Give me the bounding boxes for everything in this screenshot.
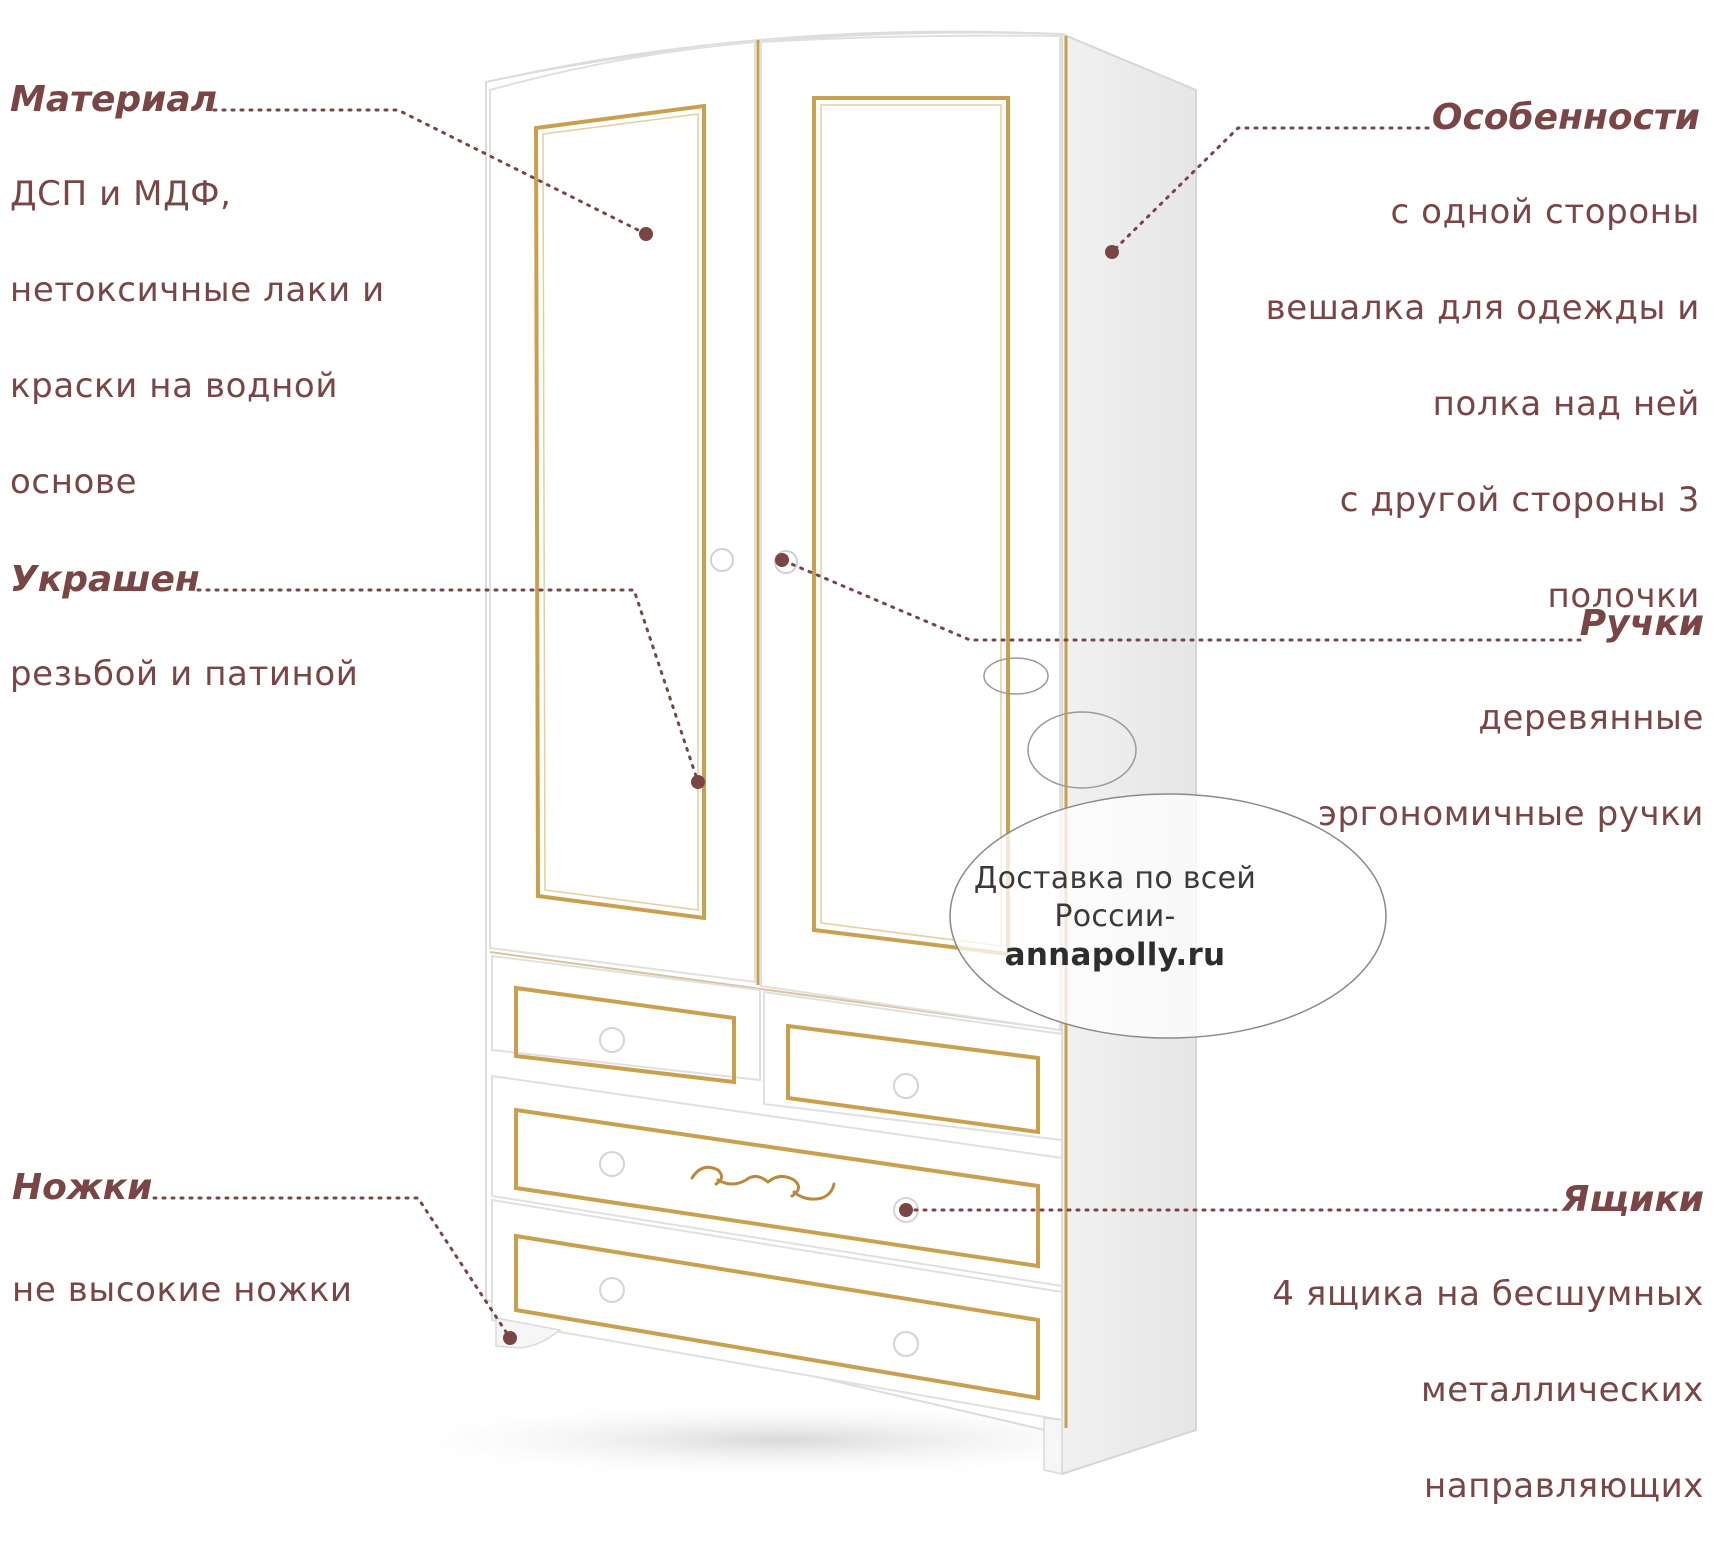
callout-dot-drawers [899, 1203, 913, 1217]
left-door-panel-inner [542, 113, 699, 911]
feature-handles-title: Ручки [1579, 603, 1704, 644]
feature-material-line: нетоксичные лаки и [10, 270, 385, 310]
bubble [983, 657, 1049, 695]
feature-handles-desc: деревянные эргономичные ручки [1244, 646, 1704, 886]
callout-dot-decor [691, 775, 705, 789]
drawer-wide-lower-panel [514, 1233, 1040, 1401]
feature-drawers-title: Ящики [1561, 1179, 1704, 1220]
promo-line-2: России- [1054, 899, 1176, 934]
drawer-small-left-panel [514, 985, 736, 1085]
callout-dot-legs [503, 1331, 517, 1345]
feature-decor-desc: резьбой и патиной [10, 602, 359, 746]
feature-decor-line: резьбой и патиной [10, 654, 359, 694]
callout-dot-material [639, 227, 653, 241]
feature-features-line: полочки [1547, 576, 1700, 616]
feature-legs: Ножки не высокие ножки [12, 1166, 353, 1362]
feature-drawers-line: 4 ящика на бесшумных [1272, 1274, 1704, 1314]
feature-material-title: Материал [10, 79, 218, 120]
feature-legs-desc: не высокие ножки [12, 1218, 353, 1362]
feature-drawers-line: металлических [1420, 1370, 1704, 1410]
feature-decor: Украшен резьбой и патиной [10, 558, 359, 746]
promo-bubble [949, 793, 1387, 1039]
feature-features-desc: с одной стороны вешалка для одежды и пол… [1180, 140, 1700, 668]
feature-decor-title: Украшен [10, 559, 200, 600]
feature-handles-line: деревянные [1478, 698, 1704, 738]
wardrobe-side-panel [1061, 32, 1197, 1476]
callout-line-decor [196, 588, 700, 784]
drawer-knob [599, 1277, 625, 1303]
drawer-small-left [491, 954, 761, 1082]
feature-material-line: основе [10, 462, 138, 502]
callout-dot-features [1105, 245, 1119, 259]
feature-legs-line: не высокие ножки [12, 1270, 353, 1310]
left-door [489, 40, 756, 984]
feature-drawers: Ящики 4 ящика на бесшумных металлических… [1184, 1178, 1704, 1558]
feature-material-line: ДСП и МДФ, [10, 174, 232, 214]
callout-line-handles [780, 558, 1582, 642]
wardrobe-illustration [152, 30, 1582, 1480]
feature-drawers-line: направляющих [1424, 1466, 1704, 1506]
feature-material-desc: ДСП и МДФ, нетоксичные лаки и краски на … [10, 122, 385, 554]
feature-features-line: с другой стороны 3 [1339, 480, 1700, 520]
drawer-small-right-panel [786, 1023, 1040, 1135]
feature-drawers-desc: 4 ящика на бесшумных металлических напра… [1184, 1222, 1704, 1558]
feature-features-title: Особенности [1431, 97, 1700, 138]
feature-features-line: с одной стороны [1390, 192, 1700, 232]
feature-handles-line: эргономичные ручки [1318, 794, 1704, 834]
feature-handles: Ручки деревянные эргономичные ручки [1244, 602, 1704, 886]
feature-legs-title: Ножки [12, 1167, 153, 1208]
feature-material-line: краски на водной [10, 366, 339, 406]
drawer-wide-upper-panel [514, 1107, 1040, 1269]
drawer-knob [893, 1073, 919, 1099]
feature-features-line: вешалка для одежды и [1265, 288, 1700, 328]
drawer-knob [599, 1151, 625, 1177]
left-door-knob [710, 548, 734, 572]
floor-shadow [360, 1400, 1200, 1480]
callout-line-legs [152, 1196, 512, 1340]
bubble [1027, 711, 1137, 789]
promo-line-1: Доставка по всей [973, 861, 1257, 896]
callout-line-features [1110, 126, 1430, 254]
callout-line-material [212, 108, 648, 236]
wardrobe-leg [1043, 1417, 1063, 1475]
callout-dot-handles [775, 553, 789, 567]
feature-features-line: полка над ней [1432, 384, 1700, 424]
right-door [760, 34, 1061, 1032]
carved-ornament [690, 1165, 836, 1201]
drawer-knob [893, 1331, 919, 1357]
promo-text: Доставка по всей России- annapolly.ru [950, 860, 1280, 974]
left-door-panel [533, 103, 706, 921]
feature-material: Материал ДСП и МДФ, нетоксичные лаки и к… [10, 78, 385, 554]
promo-site-link[interactable]: annapolly.ru [1004, 937, 1226, 973]
drawer-knob [599, 1027, 625, 1053]
feature-features: Особенности с одной стороны вешалка для … [1180, 96, 1700, 668]
